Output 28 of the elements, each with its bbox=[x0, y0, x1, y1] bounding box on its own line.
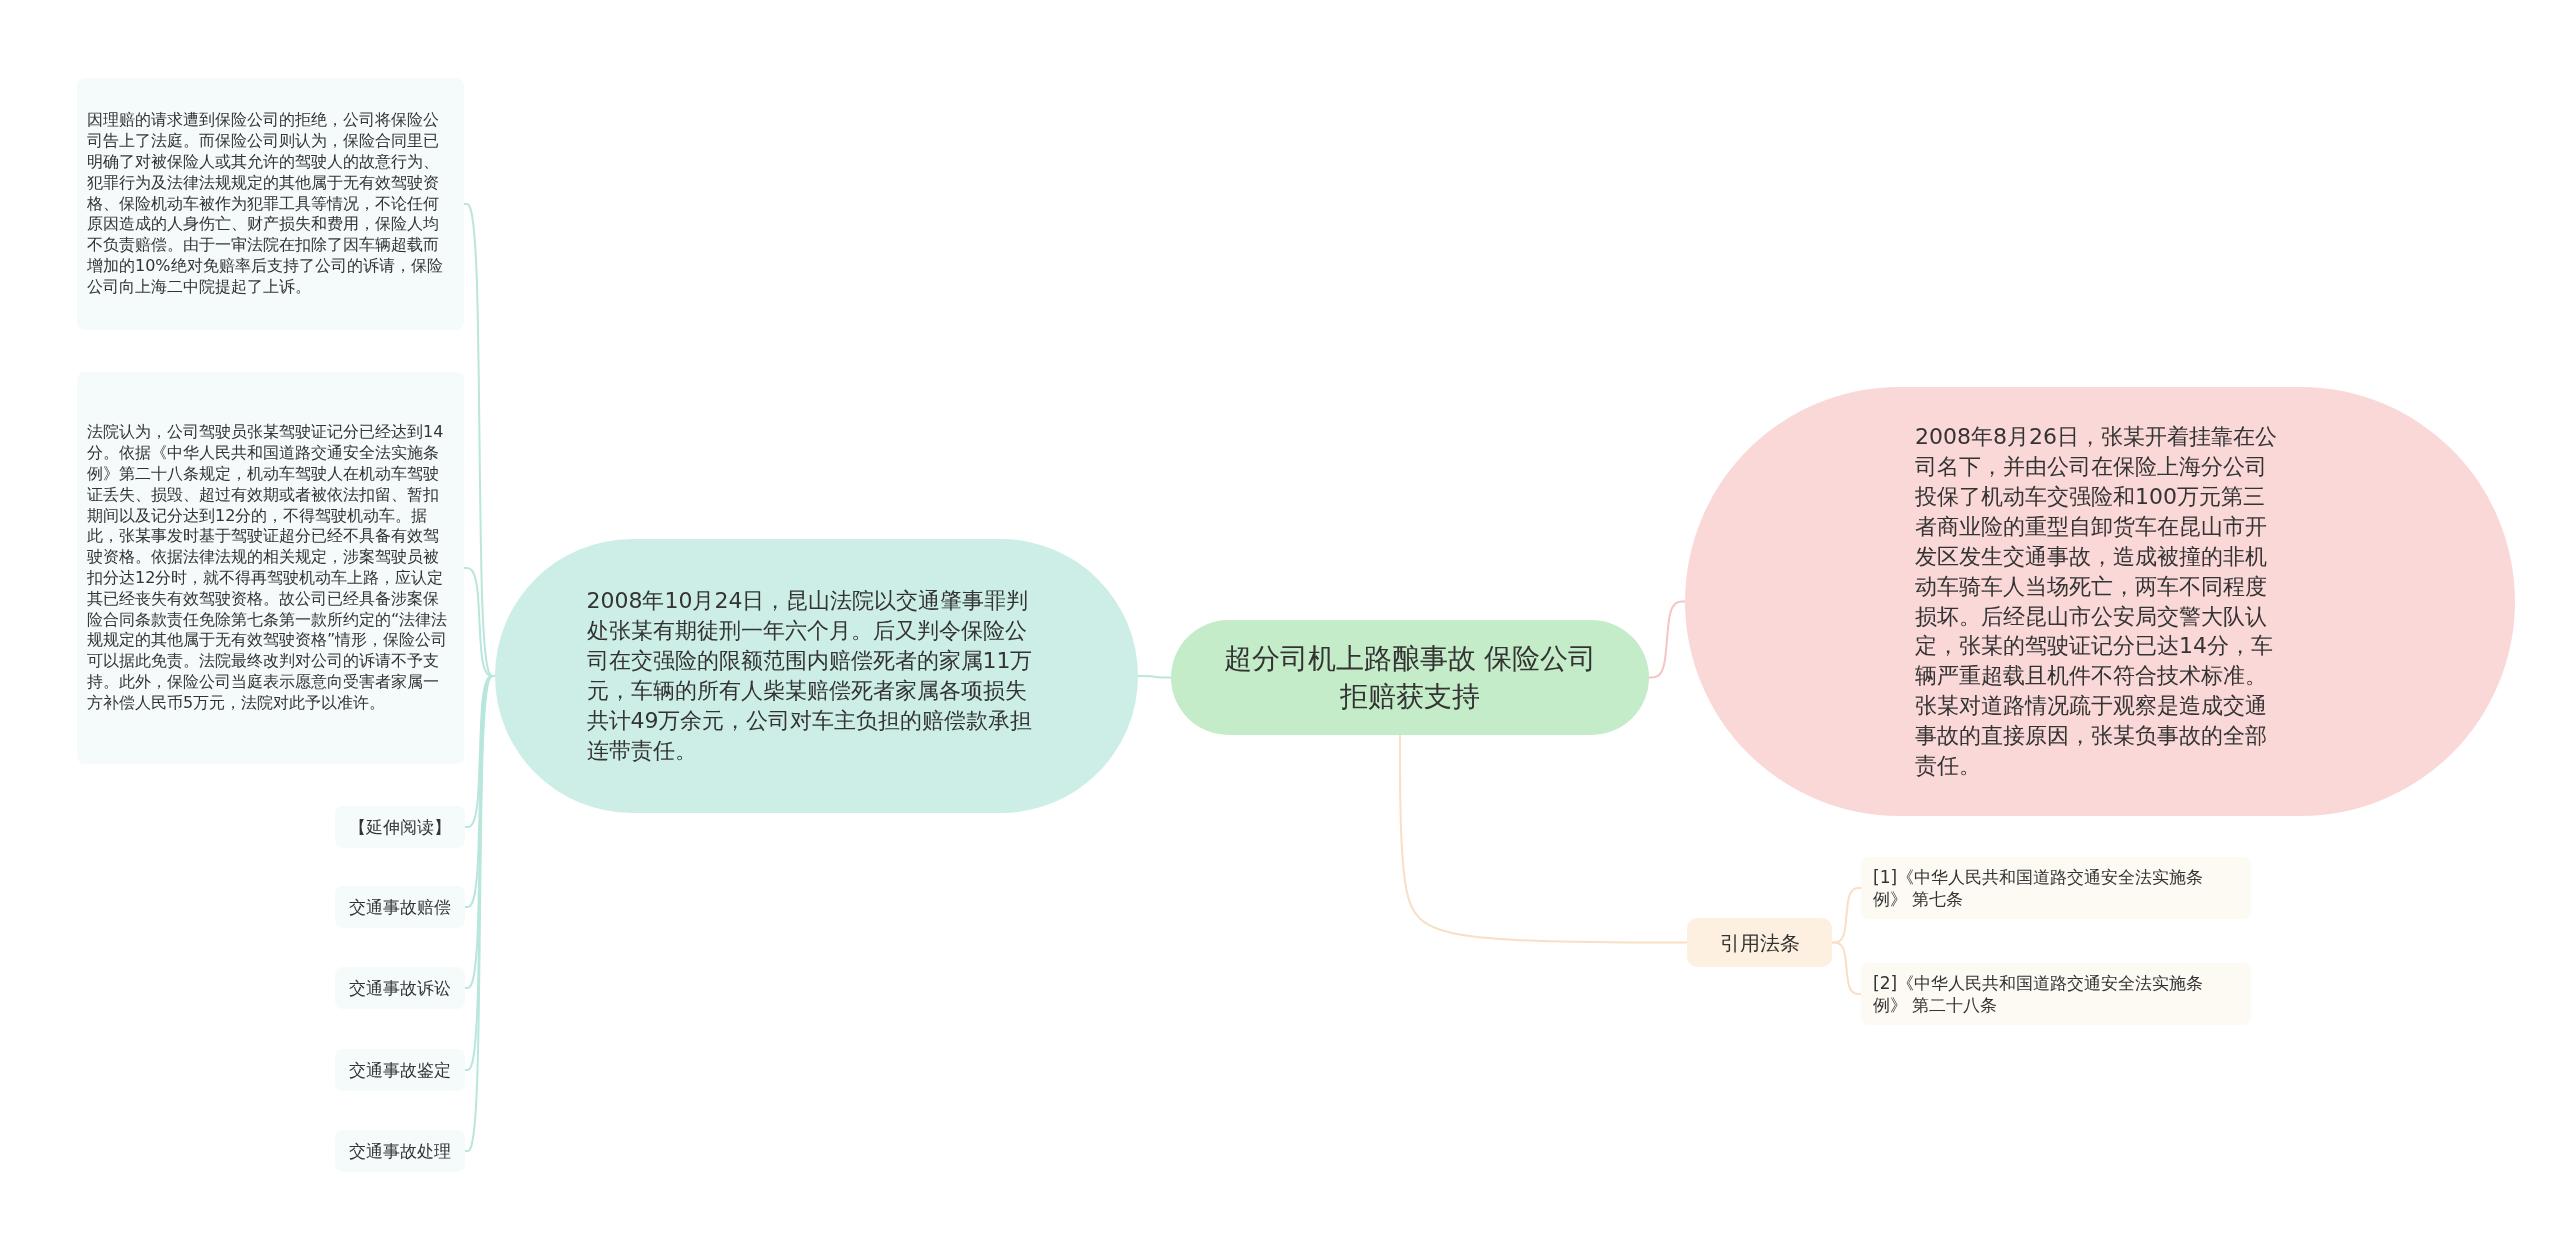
subtopic-box bbox=[335, 886, 465, 928]
reference-card bbox=[1861, 963, 2251, 1025]
topic-text: 超分司机上路酿事故 保险公司拒赔获支持 bbox=[1222, 640, 1598, 715]
subtopic-box bbox=[335, 1049, 465, 1091]
subtopic-text: 引用法条 bbox=[1719, 929, 1800, 956]
reference-card bbox=[1861, 857, 2251, 919]
reference-text: [2]《中华人民共和国道路交通安全法实施条例》 第二十八条 bbox=[1873, 971, 2205, 1017]
connector-line bbox=[1831, 941, 1862, 995]
subtopic-box bbox=[1687, 918, 1832, 967]
subtopic-box bbox=[335, 967, 465, 1009]
subtopic-text: 交通事故处理 bbox=[349, 1139, 451, 1163]
subtopic-text: 【延伸阅读】 bbox=[349, 815, 451, 839]
note-card bbox=[77, 78, 464, 330]
connector-line bbox=[1648, 600, 1686, 679]
reference-text: [1]《中华人民共和国道路交通安全法实施条例》 第七条 bbox=[1873, 865, 2205, 911]
subtopic-text: 交通事故鉴定 bbox=[349, 1058, 451, 1082]
note-text: 法院认为，公司驾驶员张某驾驶证记分已经达到14分。依据《中华人民共和国道路交通安全法实施条例》第二十八条规定，机动车驾驶人在机动车驾驶证丢失、损毁、超过有效期或者被依法扣留、暂扣期间以及记分达到12分的，不得驾驶机动车。据此，张某事发时基于驾驶证超分已经不具备有效驾驶资格。依据法律法规的相关规定，涉案驾驶员被扣分达12分时，就不得再驾驶机动车上路，应认定其已经丧失有效驾驶资格。故公司已经具备涉案保险合同条款责任免除第七条第一款所约定的“法律法规规定的其他属于无有效驾驶资格”情形，保险公司可以据此免责。法院最终改判对公司的诉请不予支持。此外，保险公司当庭表示愿意向受害者家属一方补偿人民币5万元，法院对此予以准许。 bbox=[87, 422, 449, 714]
subtopic-text: 交通事故诉讼 bbox=[349, 976, 451, 1000]
note-text: 因理赔的请求遭到保险公司的拒绝，公司将保险公司告上了法庭。而保险公司则认为，保险合同里已明确了对被保险人或其允许的驾驶人的故意行为、犯罪行为及法律法规规定的其他属于无有效驾驶资格、保险机动车被作为犯罪工具等情况，不论任何原因造成的人身伤亡、财产损失和费用，保险人均不负责赔偿。由于一审法院在扣除了因车辆超载而增加的10%绝对免赔率后支持了公司的诉请，保险公司向上海二中院提起了上诉。 bbox=[87, 110, 444, 298]
subtopic-text: 交通事故赔偿 bbox=[349, 895, 451, 919]
note-card bbox=[77, 372, 464, 764]
subtopic-box bbox=[335, 806, 465, 848]
subtopic-box bbox=[335, 1130, 465, 1172]
topic-text: 2008年10月24日，昆山法院以交通肇事罪判处张某有期徒刑一年六个月。后又判令保险公司在交强险的限额范围内赔偿死者的家属11万元，车辆的所有人柴某赔偿死者家属各项损失共计49万余元，公司对车主负担的赔偿款承担连带责任。 bbox=[586, 587, 1034, 765]
connector-line bbox=[1137, 675, 1172, 679]
topic-text: 2008年8月26日，张某开着挂靠在公司名下，并由公司在保险上海分公司投保了机动车交强险和100万元第三者商业险的重型自卸货车在昆山市开发区发生交通事故，造成被撞的非机动车骑车人当场死亡，两车不同程度损坏。后经昆山市公安局交警大队认定，张某的驾驶证记分已达14分，车辆严重超载且机件不符合技术标准。张某对道路情况疏于观察是造成交通事故的直接原因，张某负事故的全部责任。 bbox=[1915, 423, 2278, 781]
connector-line bbox=[1831, 887, 1862, 944]
connector-line bbox=[1399, 734, 1688, 944]
